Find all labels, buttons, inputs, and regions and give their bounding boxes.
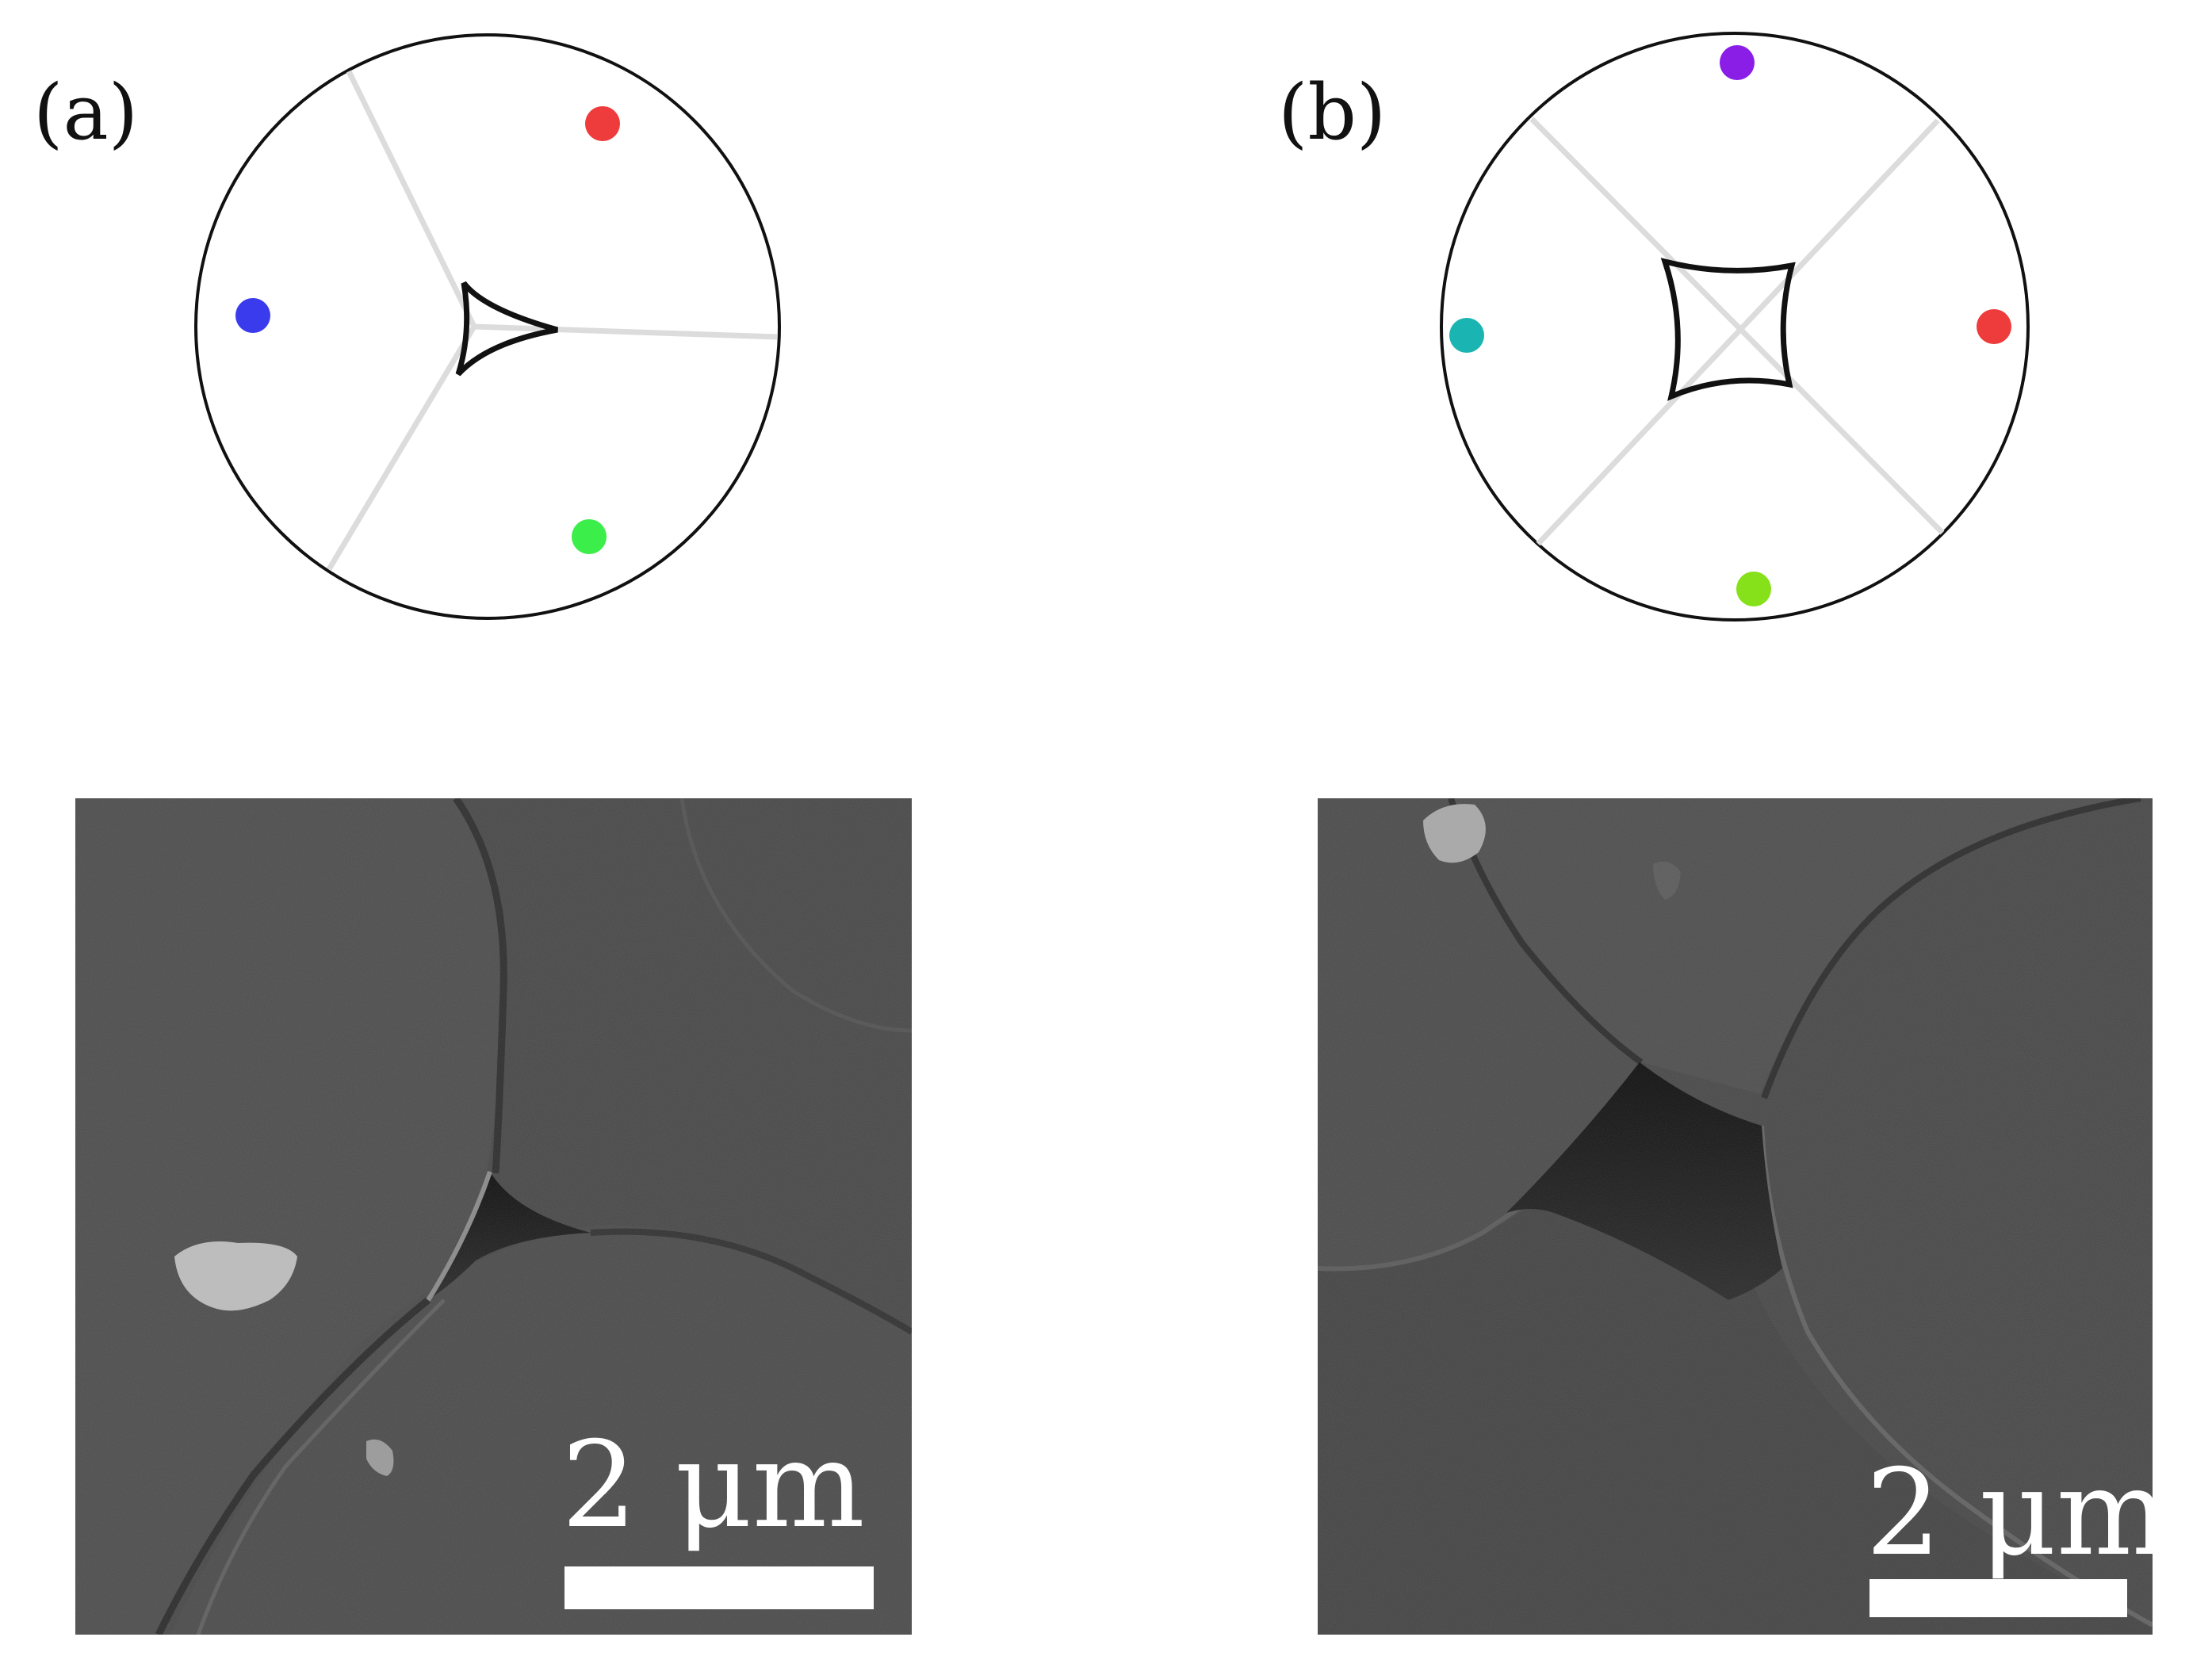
- panel-a-dot-green: [572, 519, 607, 554]
- panel-a-noise-overlay: [75, 798, 912, 1635]
- panel-b-dot-teal: [1449, 318, 1484, 353]
- panel-b-spoke-1: [1529, 117, 1945, 535]
- panel-a-deltoid-curve: [455, 281, 558, 377]
- panel-b-dot-purple: [1720, 45, 1755, 80]
- panel-b-astroid-curve: [1660, 258, 1796, 401]
- panel-a-spoke-3: [326, 325, 477, 571]
- panel-b-scale-text: 2 μm: [1866, 1444, 2169, 1582]
- panel-b-scale-bar: [1869, 1579, 2127, 1617]
- panel-b-micrograph: 2 μm: [1318, 798, 2169, 1635]
- panel-b-dot-lime: [1736, 572, 1771, 606]
- panel-b-diagram: [1440, 32, 2030, 622]
- panel-a-spoke-2: [473, 323, 778, 340]
- panel-a-label: (a): [33, 68, 138, 157]
- panel-a-diagram: [194, 33, 781, 620]
- panel-a-scale-bar: [564, 1566, 874, 1609]
- panel-a-dot-blue: [235, 298, 270, 333]
- panel-a: (a): [33, 33, 912, 1635]
- panel-b-noise-overlay: [1318, 798, 2153, 1635]
- panel-a-micrograph: 2 μm: [75, 798, 912, 1635]
- panel-b-spoke-2: [1536, 118, 1940, 546]
- panel-a-spoke-1: [346, 70, 477, 328]
- panel-a-scale-text: 2 μm: [561, 1417, 865, 1555]
- panel-b-dot-red: [1977, 309, 2011, 344]
- panel-b: (b): [1278, 32, 2169, 1635]
- panel-a-dot-red: [585, 106, 620, 141]
- panel-b-label: (b): [1278, 68, 1386, 157]
